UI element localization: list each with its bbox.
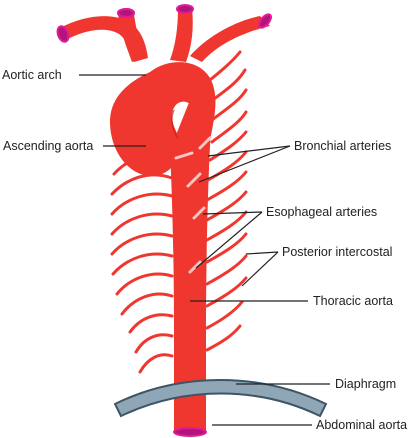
label-abdominal-aorta: Abdominal aorta [316,418,408,432]
aorta-body [110,62,216,432]
left-branch-opening [56,25,70,43]
intercostal-left-9 [128,313,174,334]
center-branch-opening [176,4,194,14]
intercostal-left-2 [110,173,174,196]
leader-lines [79,74,330,426]
label-esophageal-arteries: Esophageal arteries [266,205,378,219]
leader-esophageal-1 [202,211,263,215]
center-branch-vessel [170,8,193,62]
intercostal-left-5 [110,232,174,256]
descending-aorta [170,100,212,432]
intercostal-right-6 [205,170,248,202]
intercostal-right-11 [205,276,248,308]
label-diaphragm: Diaphragm [335,377,397,391]
upper-left-branch-vessel [118,14,146,62]
label-bronchial-arteries: Bronchial arteries [294,139,392,153]
right-branch-vessel [190,16,270,62]
leader-bronchial-1 [207,145,291,157]
intercostal-left-6 [111,252,174,276]
label-posterior-intercostal: Posterior intercostal [282,245,393,259]
intercostal-right-3 [210,110,248,144]
intercostal-left-7 [115,272,174,296]
intercostal-right-4 [208,130,248,162]
label-ascending-aorta: Ascending aorta [3,139,94,153]
intercostal-right-7 [205,190,248,222]
intercostal-arteries-left [110,155,174,374]
intercostal-right-5 [206,150,248,182]
intercostal-right-2 [210,88,248,122]
label-aortic-arch: Aortic arch [2,68,62,82]
intercostal-right-13 [205,324,242,352]
intercostal-right-8 [205,210,248,242]
abdominal-aorta-opening [173,427,207,437]
intercostal-left-10 [134,333,174,354]
intercostal-left-3 [110,192,174,216]
diaphragm-band [113,379,328,418]
leader-posterior-intercostal-2 [241,251,279,287]
intercostal-arteries-right [203,50,248,352]
label-thoracic-aorta: Thoracic aorta [313,294,393,308]
intercostal-right-9 [205,232,248,264]
intercostal-right-12 [205,300,244,330]
intercostal-left-8 [120,292,174,316]
intercostal-right-10 [205,254,248,286]
intercostal-left-4 [110,212,174,236]
leader-bronchial-2 [198,145,291,183]
leader-posterior-intercostal-1 [245,251,279,255]
leader-esophageal-2 [195,211,263,269]
intercostal-left-11 [138,353,174,374]
aortic-arch-shape [110,62,216,176]
branch-stubs [174,136,212,274]
right-branch-opening [258,13,272,29]
